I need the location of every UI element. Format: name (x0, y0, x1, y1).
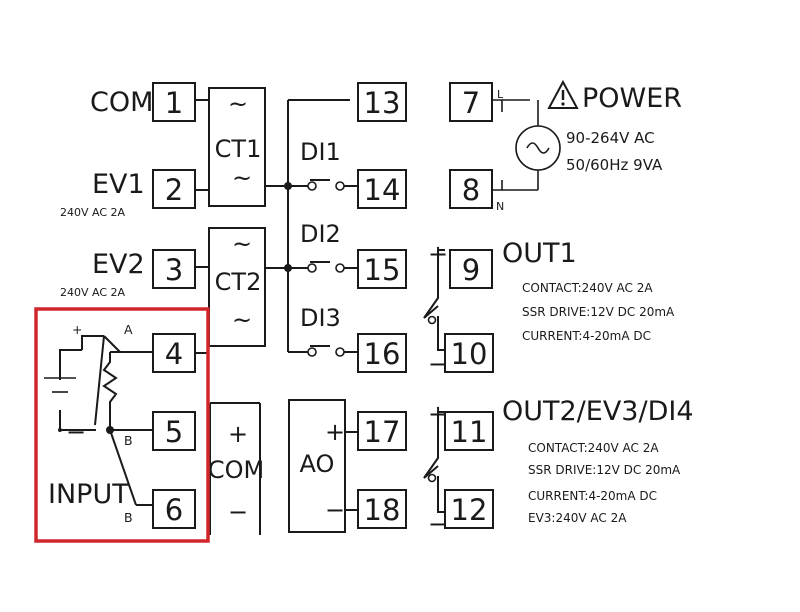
power-voltage: 90-264V AC (566, 129, 655, 147)
ct2-label: CT2 (215, 268, 262, 296)
terminal-1: 1 (165, 86, 183, 120)
ao-label: AO (300, 450, 335, 478)
ct2-tilde-top: ~ (232, 230, 252, 258)
out1-plus: + (428, 240, 448, 268)
power-frequency: 50/60Hz 9VA (566, 156, 663, 174)
ct1-box (208, 87, 266, 207)
terminal-7: 7 (462, 86, 480, 120)
terminal-3: 3 (165, 253, 183, 287)
ev2-label: EV2 (92, 249, 145, 280)
out2-minus: − (428, 510, 448, 538)
ct1-tilde-bottom: ~ (232, 164, 252, 192)
power-section: POWER 90-264V AC 50/60Hz 9VA L N (496, 79, 682, 213)
out2-current: CURRENT:4-20mA DC (528, 489, 657, 503)
out2-section: OUT2/EV3/DI4 CONTACT:240V AC 2A SSR DRIV… (428, 396, 694, 538)
power-n-label: N (496, 200, 504, 213)
input-plus: + (72, 322, 82, 337)
terminal-13: 13 (364, 86, 401, 120)
terminal-15: 15 (364, 253, 401, 287)
out2-plus: + (428, 400, 448, 428)
terminal-4: 4 (165, 337, 183, 371)
terminal-11: 11 (451, 415, 488, 449)
input-label: INPUT (48, 479, 129, 510)
terminal-5: 5 (165, 415, 183, 449)
ac-source-icon (515, 125, 561, 171)
ao-com-plus: + (228, 420, 248, 448)
out1-title: OUT1 (502, 238, 577, 269)
digital-inputs: DI1 DI2 DI3 (300, 138, 341, 332)
wires (44, 87, 539, 535)
ev2-rating: 240V AC 2A (60, 286, 126, 299)
terminal-12: 12 (451, 493, 488, 527)
ao-plus: + (325, 418, 345, 446)
out1-section: OUT1 CONTACT:240V AC 2A SSR DRIVE:12V DC… (428, 238, 675, 378)
com-label: COM (90, 87, 153, 118)
terminal-8: 8 (462, 173, 480, 207)
out2-ssr: SSR DRIVE:12V DC 20mA (528, 463, 681, 477)
out2-title: OUT2/EV3/DI4 (502, 396, 694, 427)
switch-contacts (307, 181, 437, 483)
di3-label: DI3 (300, 304, 341, 332)
input-b2-label: B (124, 510, 133, 525)
input-minus: − (66, 418, 86, 446)
out1-minus: − (428, 350, 448, 378)
warning-triangle-icon (547, 79, 579, 109)
ev1-rating: 240V AC 2A (60, 206, 126, 219)
ao-block: COM AO + − + − (208, 418, 345, 526)
terminal-9: 9 (462, 253, 480, 287)
terminal-2: 2 (165, 173, 183, 207)
ct1-label: CT1 (215, 135, 262, 163)
terminal-17: 17 (364, 415, 401, 449)
out1-ssr: SSR DRIVE:12V DC 20mA (522, 305, 675, 319)
power-l-label: L (497, 88, 504, 101)
ct1-tilde-top: ~ (228, 90, 248, 118)
di1-label: DI1 (300, 138, 341, 166)
out1-current: CURRENT:4-20mA DC (522, 329, 651, 343)
terminal-numbers: 1 2 3 4 5 6 7 8 9 10 11 12 13 14 15 16 1… (165, 86, 488, 527)
input-section: + − A B B INPUT (34, 307, 210, 543)
out1-contact: CONTACT:240V AC 2A (522, 281, 653, 295)
left-labels: COM EV1 240V AC 2A EV2 240V AC 2A (60, 87, 153, 299)
input-a-label: A (124, 322, 133, 337)
ao-com-minus: − (228, 498, 248, 526)
terminal-14: 14 (364, 173, 401, 207)
ct-blocks: ~ CT1 ~ ~ CT2 ~ (215, 90, 262, 334)
input-b1-label: B (124, 433, 133, 448)
terminal-6: 6 (165, 493, 183, 527)
ao-com-label: COM (208, 456, 264, 484)
di2-label: DI2 (300, 220, 341, 248)
power-title: POWER (582, 83, 682, 114)
ct2-box (208, 227, 266, 347)
terminal-16: 16 (364, 337, 401, 371)
terminal-10: 10 (451, 337, 488, 371)
terminal-18: 18 (364, 493, 401, 527)
junction-dots (58, 182, 292, 434)
out2-contact: CONTACT:240V AC 2A (528, 441, 659, 455)
ev1-label: EV1 (92, 169, 145, 200)
ao-minus: − (325, 496, 345, 524)
terminal-boxes (152, 82, 494, 529)
ct2-tilde-bottom: ~ (232, 306, 252, 334)
input-highlight-box (34, 307, 210, 543)
out2-ev3: EV3:240V AC 2A (528, 511, 627, 525)
ao-box (288, 399, 346, 533)
